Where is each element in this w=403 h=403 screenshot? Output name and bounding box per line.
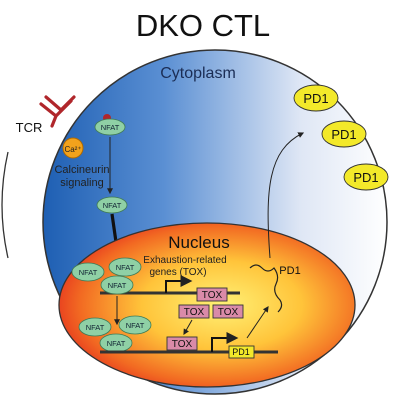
tox-promoter-arrow [165,275,193,293]
nfat-nucleus-2 [108,257,142,277]
tox-box-1-label: TOX [202,290,223,301]
nfat-nucleus-6-label: NFAT [107,339,126,348]
calcium-ion [62,137,84,159]
pd1-surface-1-label: PD1 [303,91,328,106]
pd1-surface-1 [293,84,339,112]
tox-box-3-label: TOX [218,307,239,318]
pd1-gene-label: PD1 [232,347,250,357]
pd1-surface-2-label: PD1 [331,127,356,142]
nfat-nucleus-1-label: NFAT [79,268,98,277]
tox-box-4 [166,336,198,351]
nfat-cytoplasm [96,196,128,214]
pd1-export-arrow [267,132,305,259]
nfat-nucleus-1 [71,262,105,282]
nfat-nucleus-3-label: NFAT [108,281,127,290]
nfat-nucleus-5-label: NFAT [126,321,145,330]
nfat-nucleus-4-label: NFAT [86,323,105,332]
cytoplasm-label: Cytoplasm [160,65,236,82]
tox-box-1 [196,287,228,302]
calcium-label: Ca²⁺ [64,145,81,154]
pd1-mrna-label: PD1 [279,265,300,277]
nfat-phospho-label: NFAT [101,123,120,132]
nfat-cytoplasm-label: NFAT [103,201,122,210]
tox-box-2-label: TOX [184,307,205,318]
pd1-gene-box [228,345,255,359]
nfat-nucleus-5 [118,315,152,335]
pd1-transcription-arrow [246,306,269,339]
nfat-nucleus-3 [100,275,134,295]
tox-box-4-label: TOX [172,339,193,350]
nucleus-label: Nucleus [168,233,229,252]
pd1-surface-2 [321,120,367,148]
neighbor-cell-edge [1,151,9,259]
nfat-nucleus-2-label: NFAT [116,263,135,272]
diagram-title: DKO CTL [136,8,270,43]
tox-box-2 [178,304,210,319]
tcr-receptor [39,95,76,128]
pd1-surface-3 [343,163,389,191]
exhaustion-label-line2: genes (TOX) [149,267,206,278]
calcineurin-label-line1: Calcineurin [54,164,109,176]
calcineurin-label-line2: signaling [60,177,103,189]
exhaustion-label-line1: Exhaustion-related [143,255,226,266]
nfat-nucleus-4 [78,317,112,337]
nfat-phospho [94,118,126,136]
tox-box-3 [212,304,244,319]
pd1-promoter-arrow [211,332,239,352]
tcr-label: TCR [16,120,43,135]
pd1-surface-3-label: PD1 [353,170,378,185]
tox-feedback-arrow [183,319,193,336]
pd1-mrna [249,264,283,313]
